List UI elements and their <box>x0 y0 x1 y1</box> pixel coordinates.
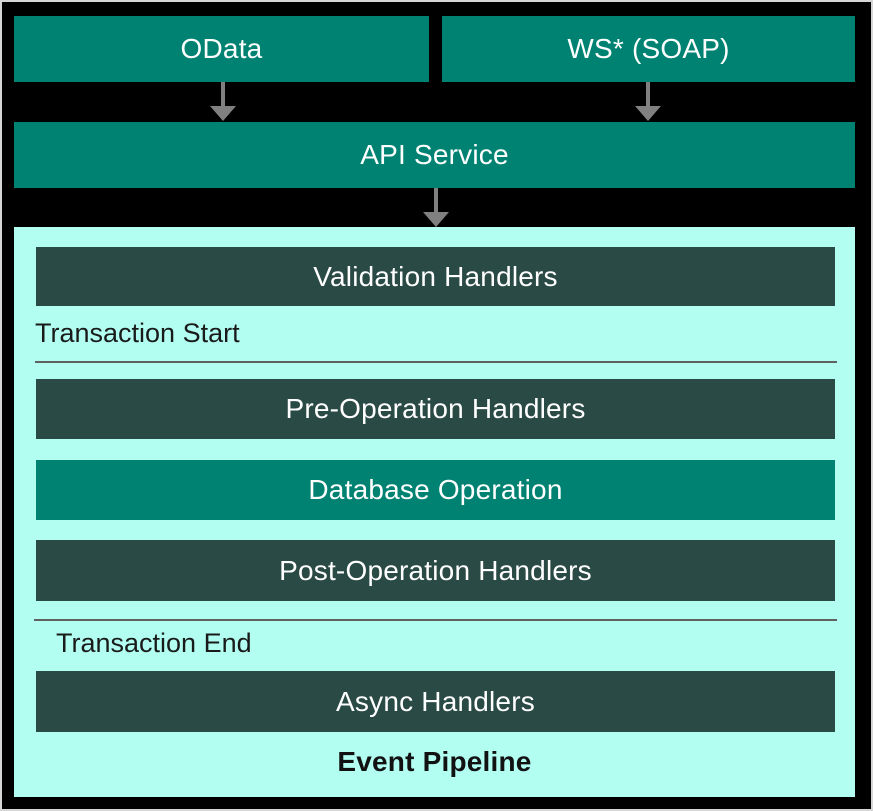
post-operation-handlers-label: Post-Operation Handlers <box>279 554 592 586</box>
arrow-head <box>423 212 449 227</box>
transaction-start-label: Transaction Start <box>35 318 240 348</box>
database-operation-label: Database Operation <box>308 474 563 505</box>
async-handlers-box: Async Handlers <box>36 671 835 732</box>
arrow-head <box>210 106 236 121</box>
post-operation-handlers-box: Post-Operation Handlers <box>36 540 835 601</box>
pre-operation-handlers-box: Pre-Operation Handlers <box>36 379 835 439</box>
arrow-head <box>635 106 661 121</box>
event-pipeline-title: Event Pipeline <box>337 746 532 777</box>
odata-endpoint-label: OData <box>180 33 263 64</box>
arrow-stem <box>434 188 438 212</box>
ws-soap-endpoint-box: WS* (SOAP) <box>442 16 855 82</box>
arrow-stem <box>646 82 650 106</box>
async-handlers-label: Async Handlers <box>336 685 535 717</box>
arrow-stem <box>221 82 225 106</box>
event-pipeline-container: Validation Handlers Transaction Start Pr… <box>14 227 855 797</box>
api-service-box: API Service <box>14 122 855 188</box>
validation-handlers-box: Validation Handlers <box>36 247 835 306</box>
api-service-label: API Service <box>360 139 509 170</box>
odata-endpoint-box: OData <box>14 16 429 82</box>
transaction-end-divider <box>34 619 837 621</box>
transaction-end-label: Transaction End <box>56 628 252 658</box>
ws-soap-endpoint-label: WS* (SOAP) <box>567 33 730 64</box>
pre-operation-handlers-label: Pre-Operation Handlers <box>285 393 586 424</box>
database-operation-box: Database Operation <box>36 460 835 520</box>
validation-handlers-label: Validation Handlers <box>313 260 558 292</box>
arrow-down-icon <box>635 82 661 121</box>
transaction-start-divider <box>35 361 837 363</box>
arrow-down-icon <box>210 82 236 121</box>
arrow-down-icon <box>423 188 449 227</box>
